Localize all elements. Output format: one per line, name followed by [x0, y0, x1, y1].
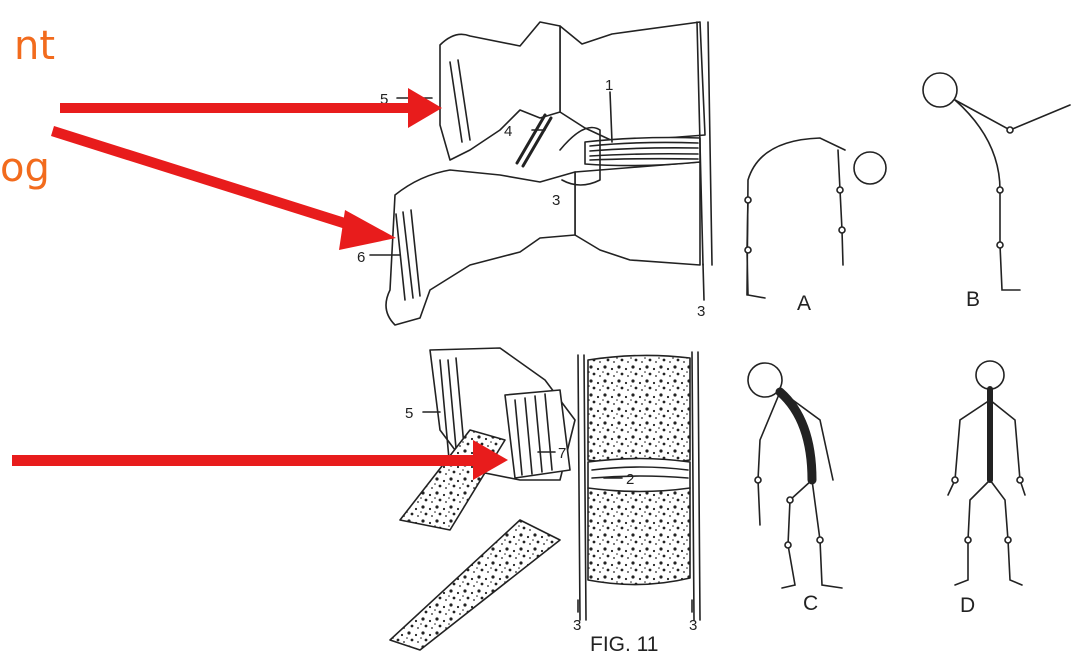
panel-label-b: B [966, 288, 980, 311]
stick-figure-d [948, 361, 1025, 585]
panel-label-a: A [797, 292, 811, 315]
stick-figure-c [748, 363, 842, 588]
vertebrae-lateral-view [370, 22, 712, 325]
stick-figure-b [923, 73, 1070, 290]
panel-label-c: C [803, 592, 818, 615]
vertebrae-section-view [390, 348, 700, 650]
label-5-bottom: 5 [405, 405, 413, 422]
arrow-diagonal [51, 126, 396, 250]
label-1: 1 [605, 77, 613, 94]
panel-label-d: D [960, 594, 975, 617]
label-2: 2 [626, 471, 634, 488]
stick-figure-a [745, 138, 886, 298]
label-4: 4 [504, 123, 512, 140]
figure-caption: FIG. 11 [590, 633, 658, 656]
label-6: 6 [357, 249, 365, 266]
label-7: 7 [558, 445, 566, 462]
label-3-top-facet: 3 [552, 192, 560, 209]
arrow-bottom [12, 440, 508, 480]
label-3-bottom-right: 3 [689, 617, 697, 634]
label-3-top-anterior: 3 [697, 303, 705, 320]
label-3-bottom-left: 3 [573, 617, 581, 634]
